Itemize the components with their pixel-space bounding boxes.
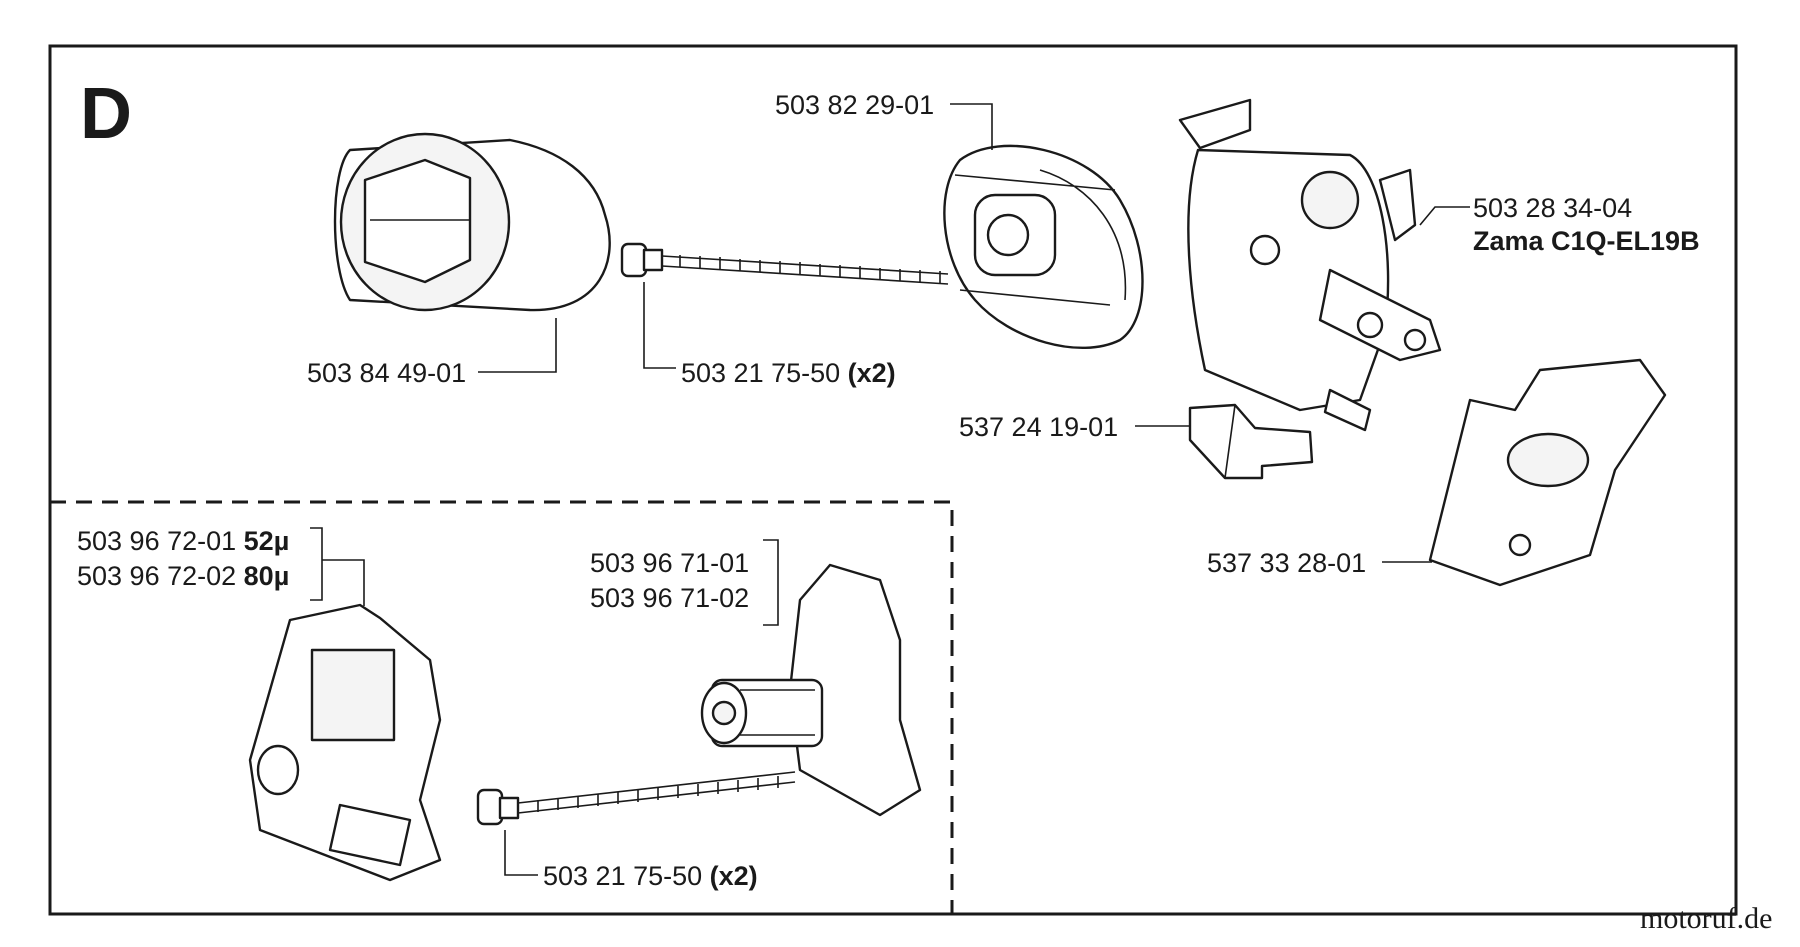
screw-top-illustration bbox=[620, 242, 949, 285]
screw-bottom-illustration bbox=[476, 771, 796, 826]
carburetor-illustration bbox=[1178, 98, 1442, 432]
label-spacer-a: 503 96 72-01 52µ bbox=[77, 526, 289, 556]
screw-bottom-leader-line bbox=[504, 830, 538, 876]
diagram-frame bbox=[48, 44, 1738, 916]
label-screw-top-part: 503 21 75-50 bbox=[681, 358, 840, 388]
holder-leader-line bbox=[763, 539, 779, 626]
block-illustration bbox=[1188, 403, 1314, 480]
adapter-illustration bbox=[943, 144, 1144, 350]
gasket-illustration bbox=[1428, 358, 1667, 587]
spacer-bracket bbox=[310, 527, 323, 601]
label-holder-a: 503 96 71-01 bbox=[590, 548, 749, 578]
carburetor-leader-line bbox=[1419, 206, 1470, 226]
label-gasket: 537 33 28-01 bbox=[1207, 548, 1366, 578]
spacer-illustration bbox=[248, 603, 442, 882]
label-spacer-a-part: 503 96 72-01 bbox=[77, 526, 236, 556]
section-letter: D bbox=[80, 74, 132, 154]
label-block: 537 24 19-01 bbox=[959, 412, 1118, 442]
label-carburetor-part: 503 28 34-04 bbox=[1473, 193, 1632, 223]
watermark: motoruf.de bbox=[1640, 902, 1772, 935]
label-spacer-b-part: 503 96 72-02 bbox=[77, 561, 236, 591]
label-spacer-a-size: 52µ bbox=[244, 526, 290, 556]
label-screw-bottom-qty: (x2) bbox=[710, 861, 758, 891]
label-spacer-b: 503 96 72-02 80µ bbox=[77, 561, 289, 591]
optional-parts-box bbox=[50, 500, 954, 914]
label-carburetor-model: Zama C1Q-EL19B bbox=[1473, 226, 1700, 256]
screw-top-leader-line bbox=[643, 282, 676, 369]
filter-leader-line bbox=[478, 318, 557, 373]
label-adapter: 503 82 29-01 bbox=[775, 90, 934, 120]
label-screw-bottom-part: 503 21 75-50 bbox=[543, 861, 702, 891]
holder-illustration bbox=[700, 563, 922, 817]
label-filter: 503 84 49-01 bbox=[307, 358, 466, 388]
spacer-leader-line bbox=[322, 559, 365, 606]
label-screw-bottom: 503 21 75-50 (x2) bbox=[543, 861, 758, 891]
label-screw-top: 503 21 75-50 (x2) bbox=[681, 358, 896, 388]
air-filter-illustration bbox=[333, 132, 611, 312]
label-screw-top-qty: (x2) bbox=[848, 358, 896, 388]
label-holder-b: 503 96 71-02 bbox=[590, 583, 749, 613]
adapter-leader-line bbox=[950, 103, 993, 150]
label-spacer-b-size: 80µ bbox=[244, 561, 290, 591]
